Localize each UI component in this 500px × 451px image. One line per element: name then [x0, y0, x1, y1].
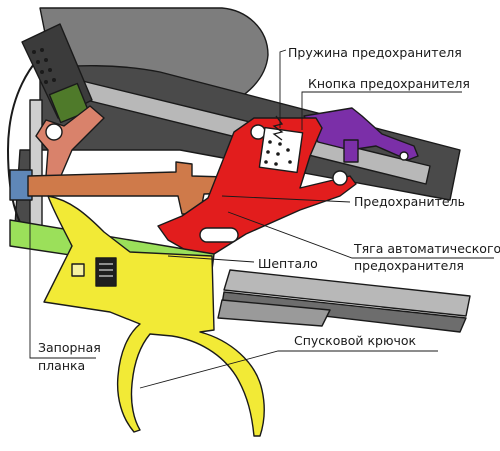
bottom-rail — [217, 299, 331, 327]
safety-body — [157, 117, 357, 257]
safety-button — [303, 107, 419, 163]
safety-button-pin — [399, 151, 409, 161]
trigger — [43, 195, 265, 437]
hammer-block-body — [48, 82, 90, 124]
hammer-block — [21, 23, 93, 124]
leader-safety — [221, 195, 351, 203]
label-safety-button: Кнопка предохранителя — [308, 76, 470, 91]
safety-slot — [199, 227, 239, 243]
leader-safety-spring — [279, 49, 287, 128]
label-locking-plate-2: планка — [38, 358, 85, 373]
label-locking-plate-1: Запорная — [38, 340, 101, 355]
leader-trigger — [139, 350, 438, 389]
safety-button-body — [303, 107, 419, 161]
leader-sear — [167, 255, 255, 263]
leader-safety-button — [301, 91, 462, 130]
lower-rail — [223, 269, 471, 317]
label-safety: Предохранитель — [354, 194, 465, 209]
lever-pivot — [45, 123, 63, 141]
safety-button-base — [343, 139, 359, 163]
trigger-inner-block — [95, 257, 117, 287]
label-auto-safety-rod-1: Тяга автоматического — [353, 241, 500, 256]
hammer-block-holes — [32, 48, 56, 84]
label-trigger: Спусковой крючок — [294, 333, 417, 348]
safety-spring — [272, 115, 284, 141]
label-safety-spring: Пружина предохранителя — [288, 45, 462, 60]
safety — [157, 117, 357, 257]
trigger-slot — [71, 263, 85, 277]
trigger-block-lines — [99, 263, 113, 277]
safety-pivot — [250, 124, 266, 140]
safety-spring-holes — [264, 140, 292, 166]
label-sear: Шептало — [258, 256, 318, 271]
safety-pin-right — [332, 170, 348, 186]
annotations: Пружина предохранителя Кнопка предохрани… — [29, 45, 500, 389]
label-auto-safety-rod-2: предохранителя — [354, 258, 464, 273]
trigger-body — [43, 195, 265, 437]
leader-auto-safety-rod — [227, 211, 494, 259]
safety-spring-housing — [258, 126, 304, 174]
leader-locking-plate — [29, 205, 96, 359]
